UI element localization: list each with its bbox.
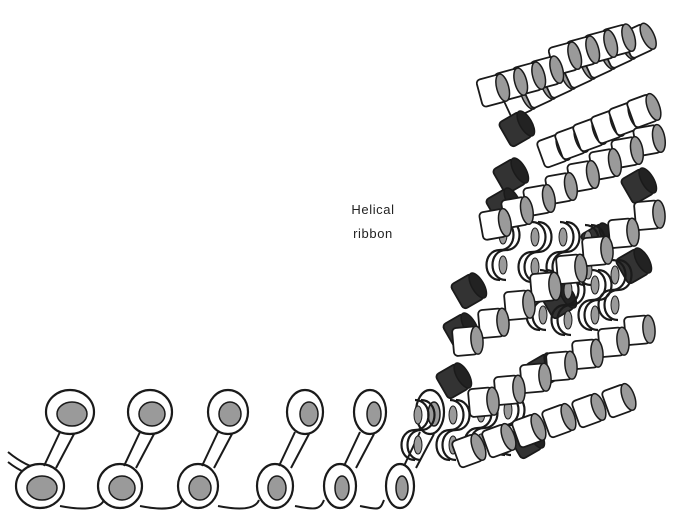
coil-link — [140, 500, 182, 508]
helix-disc-front — [530, 272, 562, 303]
twist-shade — [539, 306, 547, 324]
coil-loop-lower-shade — [189, 476, 211, 500]
coil-loop-lower-shade — [268, 476, 286, 500]
coil-link — [295, 500, 324, 508]
helix-disc-front — [452, 326, 484, 357]
coil-strand — [356, 434, 374, 468]
coil-loop-upper-shade — [367, 402, 381, 426]
coil-strand — [214, 434, 232, 468]
coil-strand — [136, 434, 154, 468]
label-line-1: Helical — [328, 198, 418, 222]
coil-loop-upper-shade — [57, 402, 87, 426]
helix-disc-front — [601, 382, 639, 419]
straight-coil-section — [8, 390, 444, 508]
coil-link — [60, 500, 104, 508]
helix-disc-front — [634, 200, 666, 231]
coil-strand — [44, 432, 60, 466]
twist-shade — [449, 406, 457, 424]
helix-disc-rear — [498, 108, 538, 147]
coil-strand — [56, 434, 74, 468]
coil-link — [218, 500, 259, 508]
helix-disc-rear — [620, 165, 660, 204]
coil-strand — [279, 432, 295, 466]
twist-shade — [499, 256, 507, 274]
coil-loop-lower-shade — [396, 476, 408, 500]
coil-loop-lower-shade — [27, 476, 57, 500]
coil-loop-upper-shade — [139, 402, 165, 426]
helix-disc-front — [608, 218, 640, 249]
coil-strand — [344, 432, 360, 466]
coil-loop-upper-shade — [300, 402, 318, 426]
twist-shade — [611, 296, 619, 314]
coil-loop-upper-shade — [219, 402, 241, 426]
coil-link — [360, 500, 384, 508]
twist-shade — [531, 228, 539, 246]
helix-disc-front — [479, 208, 513, 241]
helix-disc-front — [556, 254, 588, 285]
twist-shade — [414, 436, 422, 454]
coil-strand — [202, 432, 218, 466]
coil-loop-lower-shade — [109, 476, 135, 500]
coil-strand — [291, 434, 309, 468]
twist-shade — [611, 266, 619, 284]
twist-shade — [559, 228, 567, 246]
helical-ribbon-label: Helical ribbon — [328, 198, 418, 246]
helix-disc-front — [478, 308, 510, 339]
coil-loop-lower-shade — [335, 476, 349, 500]
helix-disc-front — [504, 290, 536, 321]
twist-shade — [591, 276, 599, 294]
label-line-2: ribbon — [328, 222, 418, 246]
twist-shade — [414, 406, 422, 424]
helix-disc-front — [468, 387, 500, 418]
helix-disc-rear — [450, 270, 490, 309]
twist-shade — [564, 311, 572, 329]
helix-disc-front — [582, 236, 614, 267]
coil-strand — [124, 432, 140, 466]
